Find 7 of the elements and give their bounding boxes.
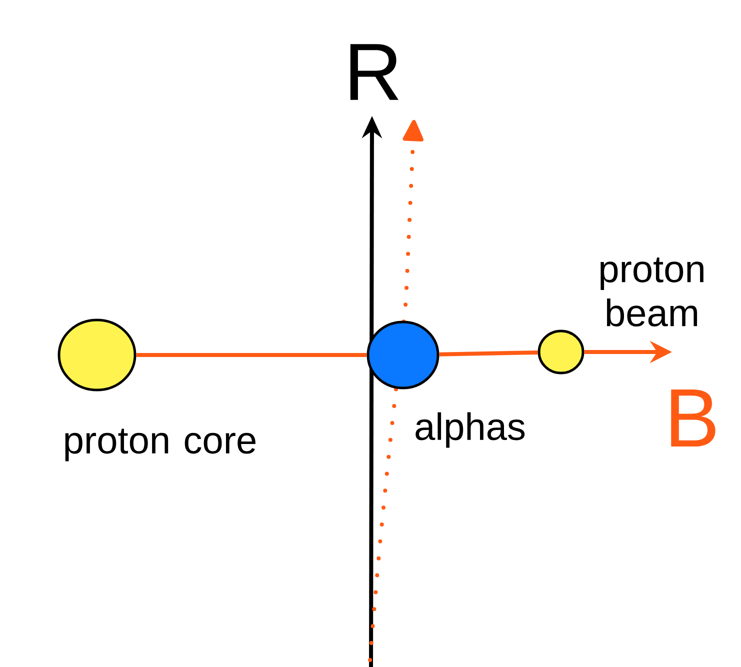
axis-label: B [671,389,716,447]
connector-line [439,350,538,356]
particle-label: proton beam [600,258,704,326]
axis-label: R [350,44,398,100]
particle-label: alphas [416,412,525,448]
connector-line [136,353,367,357]
particle-label: proton core [65,428,256,462]
